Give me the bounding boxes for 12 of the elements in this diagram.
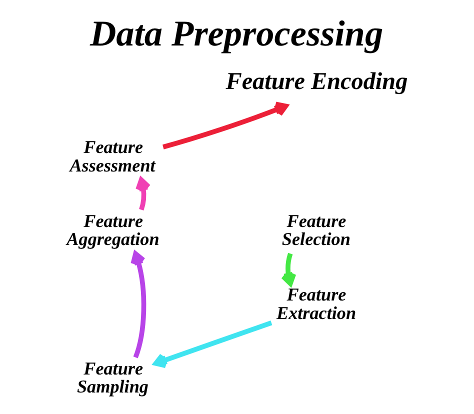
node-text: Feature Extraction (276, 284, 356, 323)
arrow (130, 251, 146, 358)
arrow (162, 102, 288, 150)
diagram-title: Data Preprocessing (89, 14, 383, 54)
node-text: Feature Sampling (76, 358, 148, 397)
node-text: Feature Encoding (225, 68, 408, 96)
arrow (135, 177, 150, 210)
node-text: Feature Aggregation (66, 210, 159, 250)
arrow (280, 252, 296, 286)
node-text: Feature Assessment (69, 137, 155, 176)
node-text: Feature Selection (281, 210, 350, 250)
arrow (152, 320, 272, 368)
